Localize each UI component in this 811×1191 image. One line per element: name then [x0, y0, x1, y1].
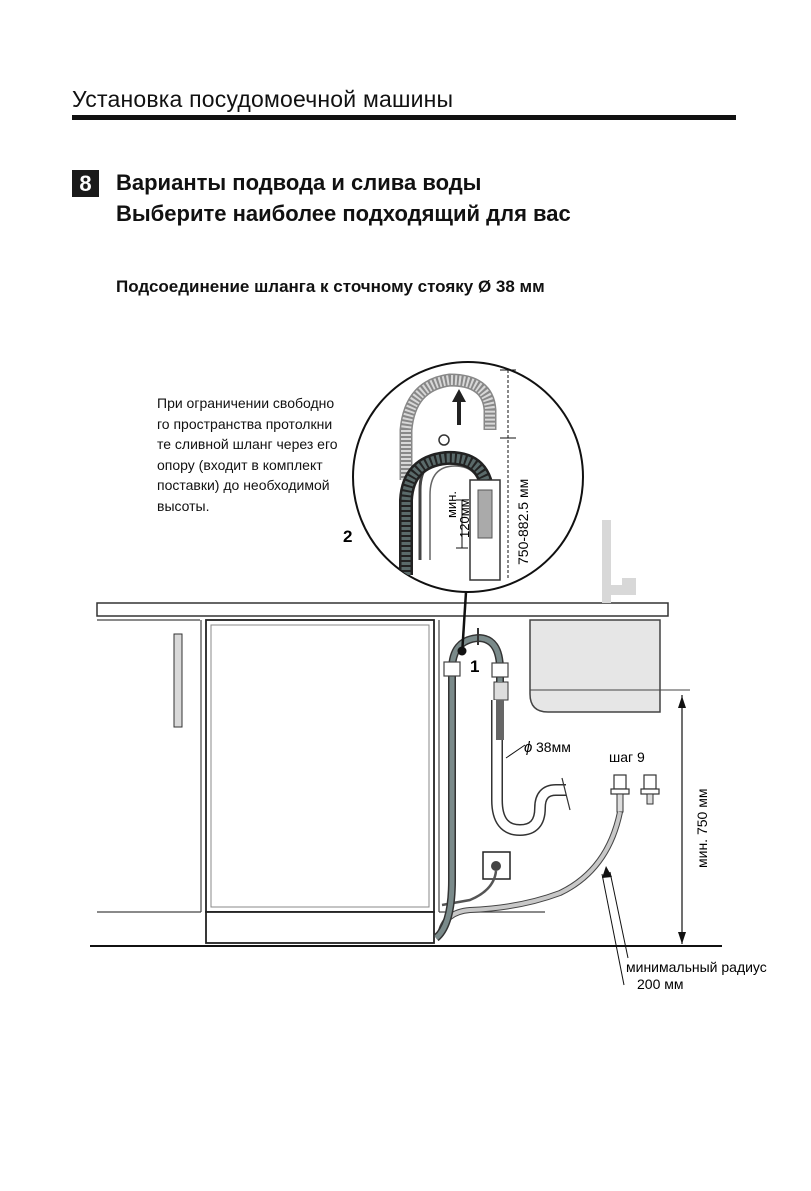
page-title: Установка посудомоечной машины [72, 86, 454, 112]
callout-2-label: 2 [343, 527, 352, 546]
title-rule [72, 115, 736, 120]
zoom-min-value: 120мм [457, 498, 472, 538]
note-line: поставки) до необходимой [157, 477, 330, 493]
min-height-label: мин. 750 мм [694, 789, 710, 868]
drain-hose [433, 633, 504, 942]
min-radius-label-line-2: 200 мм [637, 976, 684, 992]
note-line: опору (входит в комплект [157, 456, 323, 473]
step-number-badge: 8 [72, 170, 99, 197]
dishwasher-plinth [205, 911, 435, 944]
zoom-callout-line [460, 591, 468, 656]
height-range-label: 750-882.5 мм [515, 479, 531, 565]
zoom-callout-dot [457, 646, 467, 656]
note-line: При ограничении свободно [157, 395, 335, 411]
inserted-hose-end [496, 700, 504, 740]
zoom-detail [352, 361, 584, 593]
dishwasher [205, 619, 435, 944]
power-socket [441, 851, 511, 907]
faucet [602, 520, 636, 603]
push-up-arrow-icon [452, 389, 466, 425]
note-line: высоты. [157, 497, 210, 514]
section-title-line-1: Варианты подвода и слива воды [116, 170, 482, 195]
diameter-pointer [505, 744, 526, 759]
power-cable [441, 870, 498, 907]
callout-1-label: 1 [470, 657, 479, 676]
sink-bowl [529, 619, 661, 713]
installation-note: При ограничении свободно го пространства… [157, 393, 362, 516]
cabinet-handle [173, 633, 183, 728]
min-radius-label-line-1: минимальный радиус [626, 959, 767, 975]
note-line: го пространства протолкни [157, 415, 333, 432]
radius-pointer [601, 866, 629, 986]
pipe-diameter-label: 38мм [536, 739, 571, 755]
diameter-symbol: ϕ [524, 739, 532, 756]
valve-step-label: шаг 9 [609, 749, 645, 765]
water-valves [610, 774, 660, 813]
left-cabinet [97, 619, 202, 913]
hose-clip-left [443, 661, 461, 677]
section-title-line-2: Выберите наиболее подходящий для вас [116, 201, 571, 226]
hose-clip-right [491, 662, 509, 678]
subsection-title: Подсоединение шланга к сточному стояку Ø… [116, 277, 545, 296]
section-title: Варианты подвода и слива воды Выберите н… [116, 167, 571, 229]
countertop [96, 602, 669, 617]
note-line: те сливной шланг через его [157, 436, 338, 452]
min-height-dimension [678, 695, 686, 944]
drain-standpipe [491, 681, 571, 837]
zoom-min-label: мин. [444, 491, 459, 518]
